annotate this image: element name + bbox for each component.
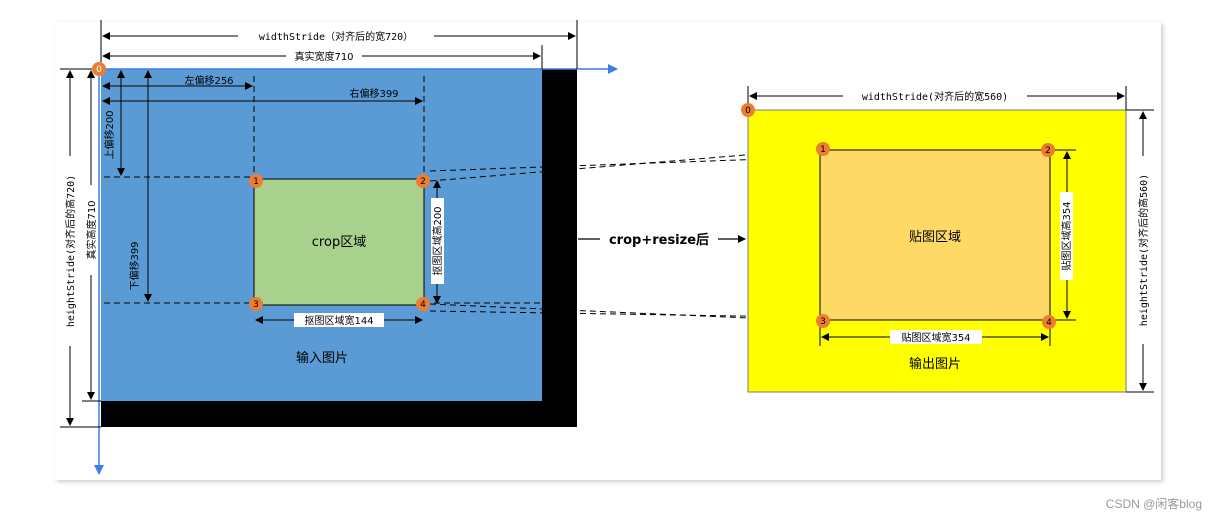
transform-label: crop+resize后 [609, 232, 709, 248]
marker-2-output: 2 [1041, 143, 1055, 157]
marker-2-input: 2 [416, 174, 430, 188]
left-offset-label: 左偏移256 [184, 74, 233, 87]
paste-height-label: 贴图区域高354 [1060, 201, 1073, 270]
paste-region [819, 149, 1051, 321]
output-image-label: 输出图片 [909, 356, 961, 372]
paste-region-label: 贴图区域 [909, 230, 961, 245]
marker-4-output: 4 [1042, 315, 1056, 329]
marker-origin-output: 0 [741, 103, 755, 117]
right-offset-label: 右偏移399 [349, 87, 398, 100]
input-real-width-label: 真实宽度710 [294, 50, 353, 63]
svg-text:4: 4 [1046, 318, 1052, 328]
svg-text:1: 1 [820, 145, 826, 155]
csdn-watermark: CSDN @闲客blog [1105, 497, 1202, 511]
crop-region [253, 178, 425, 306]
output-height-stride-label: heightStride(对齐后的高560) [1137, 174, 1150, 326]
top-offset-label: 上偏移200 [103, 110, 116, 159]
svg-text:2: 2 [420, 177, 426, 187]
output-width-stride-label: widthStride(对齐后的宽560) [862, 90, 1008, 103]
crop-height-label: 抠图区域高200 [431, 206, 444, 275]
svg-text:3: 3 [253, 300, 259, 310]
bottom-offset-label: 下偏移399 [128, 241, 141, 290]
input-width-stride-label: widthStride（对齐后的宽720） [259, 30, 413, 43]
svg-text:1: 1 [253, 177, 259, 187]
marker-origin-input: 0 [92, 62, 106, 76]
svg-text:3: 3 [820, 317, 826, 327]
marker-3-input: 3 [249, 297, 263, 311]
marker-1-output: 1 [816, 142, 830, 156]
svg-text:0: 0 [96, 65, 102, 75]
svg-text:4: 4 [420, 300, 426, 310]
paste-width-label: 贴图区域宽354 [901, 331, 970, 344]
marker-1-input: 1 [249, 174, 263, 188]
input-height-stride-label: heightStride(对齐后的高720) [64, 175, 77, 327]
crop-region-label: crop区域 [312, 235, 366, 250]
input-guides [104, 76, 541, 304]
svg-text:2: 2 [1045, 146, 1051, 156]
input-image-label: 输入图片 [296, 350, 348, 366]
marker-4-input: 4 [416, 297, 430, 311]
crop-width-label: 抠图区域宽144 [304, 314, 373, 327]
svg-text:0: 0 [745, 106, 751, 116]
input-real-height-label: 真实高度710 [85, 200, 98, 259]
marker-3-output: 3 [816, 314, 830, 328]
